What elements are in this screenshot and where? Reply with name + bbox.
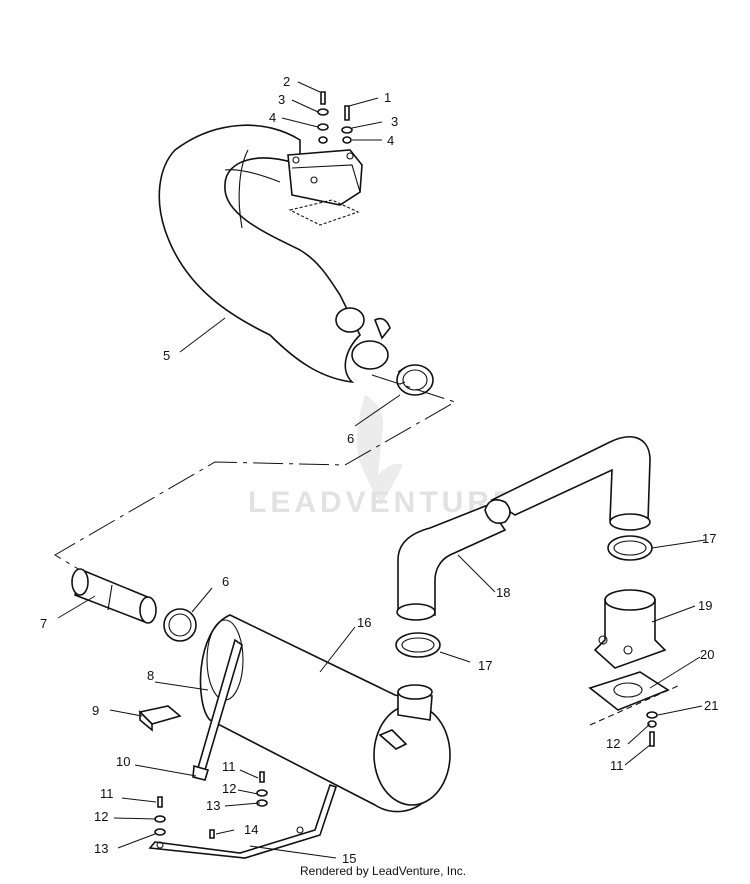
footer-credit: Rendered by LeadVenture, Inc. bbox=[300, 864, 467, 878]
callout-12: 12 bbox=[94, 809, 108, 824]
clamp-upper bbox=[396, 364, 434, 396]
callout-8: 8 bbox=[147, 668, 154, 683]
callout-17: 17 bbox=[478, 658, 492, 673]
callout-11: 11 bbox=[610, 758, 624, 773]
muffler bbox=[199, 614, 451, 813]
callout-4: 4 bbox=[269, 110, 276, 125]
callout-3: 3 bbox=[278, 92, 285, 107]
callout-15: 15 bbox=[342, 851, 356, 866]
callout-12: 12 bbox=[606, 736, 620, 751]
clamp-lower bbox=[163, 608, 197, 642]
top-fasteners bbox=[317, 91, 353, 144]
callout-5: 5 bbox=[163, 348, 170, 363]
callout-12: 12 bbox=[222, 781, 236, 796]
callout-14: 14 bbox=[244, 822, 258, 837]
callout-20: 20 bbox=[700, 647, 714, 662]
callout-10: 10 bbox=[116, 754, 130, 769]
callout-13: 13 bbox=[94, 841, 108, 856]
callout-7: 7 bbox=[40, 616, 47, 631]
callout-11: 11 bbox=[222, 759, 236, 774]
routing-lines bbox=[54, 374, 457, 571]
leader-lines bbox=[57, 81, 706, 859]
callout-16: 16 bbox=[357, 615, 371, 630]
callout-1: 1 bbox=[384, 90, 391, 105]
lower-fasteners bbox=[154, 771, 268, 839]
clamps-17 bbox=[395, 535, 653, 658]
callout-21: 21 bbox=[704, 698, 718, 713]
header-pipe bbox=[158, 124, 391, 384]
outlet-adapter bbox=[593, 589, 667, 669]
callout-4: 4 bbox=[387, 133, 394, 148]
tailpipe bbox=[396, 436, 651, 621]
gasket bbox=[588, 671, 681, 726]
callout-6: 6 bbox=[347, 431, 354, 446]
watermark-logo-icon bbox=[356, 395, 403, 505]
callout-9: 9 bbox=[92, 703, 99, 718]
callout-2: 2 bbox=[283, 74, 290, 89]
callout-6: 6 bbox=[222, 574, 229, 589]
coupler-pipe bbox=[71, 568, 157, 624]
callout-13: 13 bbox=[206, 798, 220, 813]
strap bbox=[192, 638, 243, 781]
callout-19: 19 bbox=[698, 598, 712, 613]
mounting-bracket bbox=[148, 783, 338, 859]
callout-labels: 1 2 3 3 4 4 5 6 6 7 8 9 10 11 11 11 12 1… bbox=[40, 74, 718, 866]
right-fasteners bbox=[646, 711, 658, 747]
callout-18: 18 bbox=[496, 585, 510, 600]
callout-3: 3 bbox=[391, 114, 398, 129]
pad bbox=[138, 705, 182, 732]
watermark: LEADVENTURE bbox=[248, 395, 513, 519]
callout-17: 17 bbox=[702, 531, 716, 546]
callout-11: 11 bbox=[100, 786, 114, 801]
